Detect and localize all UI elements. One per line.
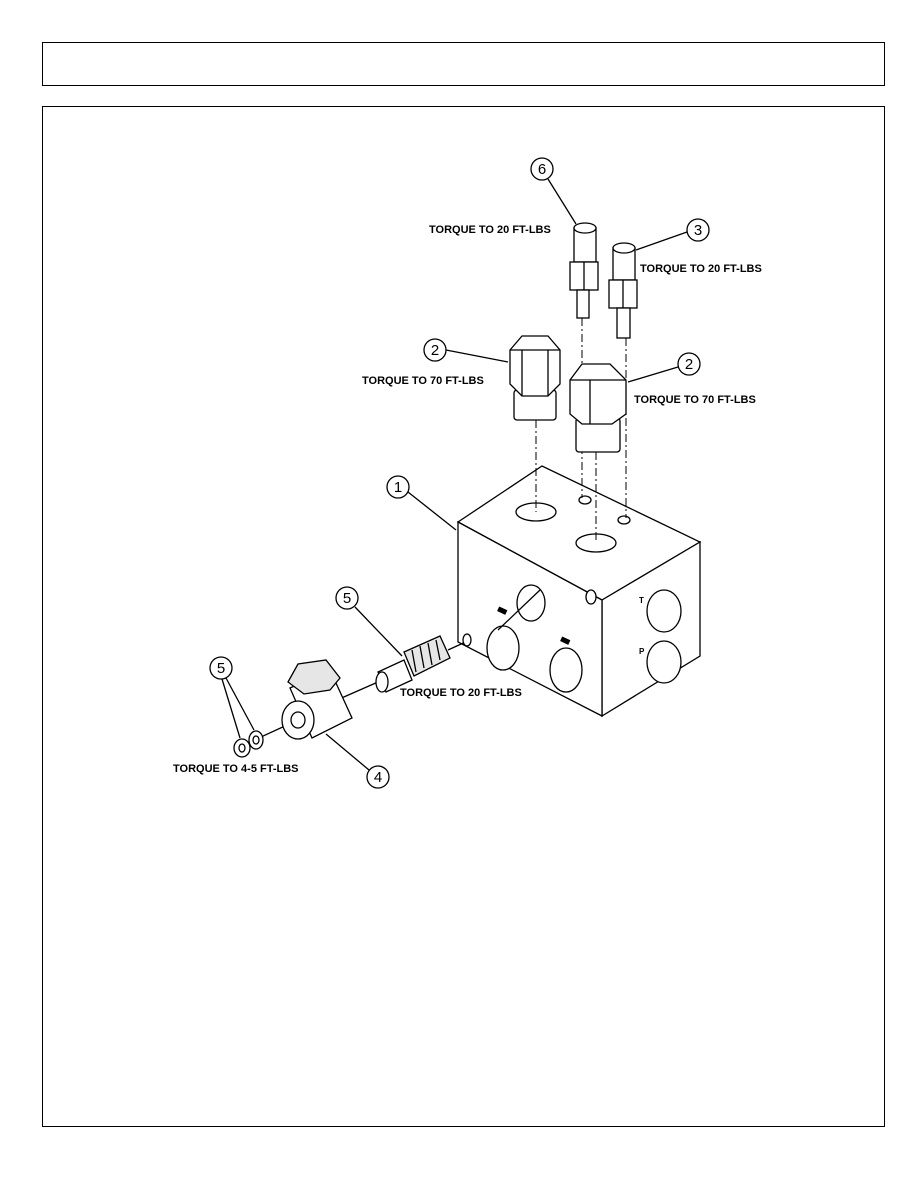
callout-2-left: 2 — [423, 338, 509, 363]
port-mark-t: T — [639, 596, 644, 605]
callout-5-nut: 5 — [209, 656, 255, 739]
port-mark-p: P — [639, 647, 645, 656]
fitting-3 — [608, 242, 638, 339]
callout-2-right: 2 — [627, 352, 701, 383]
valve-block: T P — [456, 465, 702, 718]
callout-3-number: 3 — [694, 222, 702, 239]
callout-6-number: 6 — [538, 161, 546, 178]
plug-right — [569, 363, 627, 453]
callout-1: 1 — [386, 475, 457, 531]
plug-left — [509, 335, 561, 421]
front-port-small — [585, 589, 597, 605]
torque-label-2-left: TORQUE TO 70 FT-LBS — [362, 375, 484, 387]
callout-5-nut-number: 5 — [217, 660, 225, 677]
torque-label-6: TORQUE TO 20 FT-LBS — [429, 224, 551, 236]
front-port-cartridge — [486, 625, 520, 671]
top-port-small-b — [617, 515, 631, 525]
port-marker-a — [497, 606, 508, 615]
solenoid-coil — [281, 659, 353, 740]
callout-2-right-number: 2 — [685, 356, 693, 373]
cartridge-valve — [375, 635, 451, 693]
front-port-lower — [549, 647, 583, 693]
torque-label-nut: TORQUE TO 4-5 FT-LBS — [173, 763, 299, 775]
header-box — [42, 42, 885, 86]
torque-label-5-cartridge: TORQUE TO 20 FT-LBS — [400, 687, 522, 699]
callout-2-left-number: 2 — [431, 342, 439, 359]
callout-5-cartridge: 5 — [335, 586, 403, 657]
port-marker-b — [560, 636, 571, 645]
port-o-ring — [462, 633, 472, 647]
callout-1-number: 1 — [394, 479, 402, 496]
torque-label-2-right: TORQUE TO 70 FT-LBS — [634, 394, 756, 406]
side-port-t — [646, 589, 682, 633]
nut-and-washer — [233, 730, 264, 758]
torque-label-3: TORQUE TO 20 FT-LBS — [640, 263, 762, 275]
callout-3: 3 — [635, 218, 710, 251]
callout-4: 4 — [325, 733, 390, 789]
side-port-p — [646, 640, 682, 684]
callout-4-number: 4 — [374, 769, 382, 786]
callout-6: 6 — [530, 157, 577, 225]
front-port-upper — [516, 584, 546, 622]
fitting-6 — [569, 222, 599, 319]
callout-5-cartridge-number: 5 — [343, 590, 351, 607]
top-port-small-a — [578, 495, 592, 505]
